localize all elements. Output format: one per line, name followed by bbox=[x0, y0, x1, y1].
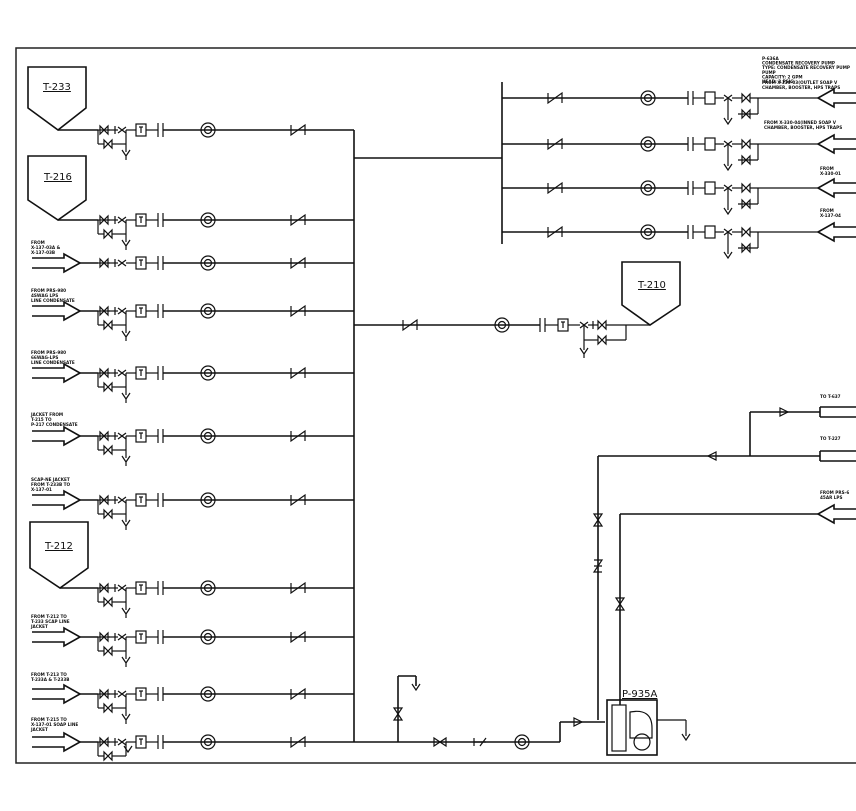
note-line: X-137-03B bbox=[31, 250, 55, 255]
note-line: FROM T-213 TO bbox=[31, 672, 67, 677]
note-line: JACKET FROM bbox=[30, 412, 63, 417]
note-line: X-330-01 bbox=[820, 171, 841, 176]
tank-t210-label: T-210 bbox=[637, 280, 666, 291]
note-line: TO T-637 bbox=[820, 394, 841, 399]
pump-tag: P-935A bbox=[622, 689, 658, 700]
note-line: FROM T-212 TO bbox=[31, 614, 67, 619]
tank-t216: T-216 bbox=[27, 155, 98, 221]
note-line: SCAP-NE JACKET bbox=[31, 477, 70, 482]
note-line: 45AR LPS bbox=[820, 495, 843, 500]
note-line: X-137-01 bbox=[31, 487, 52, 492]
inlet-arrow bbox=[817, 178, 856, 198]
note-line: JACKET bbox=[30, 727, 48, 732]
tank-t233-label: T-233 bbox=[42, 82, 71, 93]
pump-return-lines bbox=[354, 406, 856, 756]
note-line: FROM X-330-04(INNED SOAP V bbox=[764, 120, 837, 125]
tank-t216-label: T-216 bbox=[43, 172, 72, 183]
note-line: FROM X-330-03(OUTLET SOAP V bbox=[762, 80, 838, 85]
note-line: P-636A bbox=[762, 56, 779, 61]
note-line: FROM PRS-6 bbox=[820, 490, 849, 495]
note-line: CAPACITY: 2 GPM bbox=[762, 74, 803, 79]
note-line: PUMP bbox=[762, 70, 776, 75]
note-line: FROM bbox=[31, 240, 45, 245]
inlet-arrow bbox=[31, 301, 81, 321]
inlet-arrow bbox=[31, 490, 81, 510]
svg-text:FROM T-213 TOT-233A & T-233B: FROM T-213 TOT-233A & T-233B bbox=[31, 672, 69, 682]
inlet-arrow bbox=[31, 627, 81, 647]
right-branch-lines bbox=[502, 90, 818, 260]
left-branch-lines bbox=[80, 122, 354, 762]
tank-t212: T-212 bbox=[29, 521, 98, 589]
inlet-arrow bbox=[817, 222, 856, 242]
inlet-arrow bbox=[31, 732, 81, 752]
note-line: FROM T-215 TO bbox=[31, 717, 67, 722]
inlet-arrow bbox=[31, 426, 81, 446]
note-line: CONDENSATE RECOVERY PUMP bbox=[762, 61, 835, 66]
note-line: T-233A & T-233B bbox=[31, 677, 69, 682]
tank-t212-label: T-212 bbox=[44, 541, 73, 552]
note-line: LINE CONDENSATE bbox=[31, 298, 75, 303]
note-line: FROM PRS-980 bbox=[31, 350, 66, 355]
note-line: FROM PRS-980 bbox=[31, 288, 66, 293]
note-line: X-137-01 SOAP LINE bbox=[31, 722, 78, 727]
note-line: FROM T-233B TO bbox=[31, 482, 70, 487]
note-line: T-215 TO bbox=[31, 417, 52, 422]
note-line: X-137-03A & bbox=[31, 245, 61, 250]
inlet-arrow bbox=[31, 363, 81, 383]
note-line: FROM bbox=[820, 166, 834, 171]
note-line: 66WAG-LPS bbox=[31, 355, 58, 360]
inlet-arrow bbox=[817, 134, 856, 154]
note-line: 4SWAG LPS bbox=[31, 293, 58, 298]
tank-t233: T-233 bbox=[27, 66, 98, 132]
note-line: CHAMBER, BOOSTER, HPS TRAPS bbox=[762, 85, 840, 90]
middle-line-to-t210 bbox=[354, 317, 650, 358]
note-line: FROM bbox=[820, 208, 834, 213]
note-line: TYPE: CONDENSATE RECOVERY PUMP bbox=[762, 65, 850, 70]
note-line: JACKET bbox=[30, 624, 48, 629]
inlet-arrow bbox=[31, 253, 81, 273]
inlet-arrow bbox=[817, 88, 856, 108]
note-line: HEAD: 3 PSIG bbox=[762, 79, 794, 84]
drawing-frame bbox=[15, 47, 856, 764]
note-line: X-137-04 bbox=[820, 213, 841, 218]
tank-t210: T-210 bbox=[621, 261, 681, 326]
inlet-arrow bbox=[31, 684, 81, 704]
note-line: T-233 SCAP LINE bbox=[31, 619, 70, 624]
note-line: TO T-227 bbox=[820, 436, 841, 441]
note-line: CHAMBER, BOOSTER, HPS TRAPS bbox=[764, 125, 842, 130]
note-line: LINE CONDENSATE bbox=[31, 360, 75, 365]
note-line: P-217 CONDENSATE bbox=[31, 422, 78, 427]
